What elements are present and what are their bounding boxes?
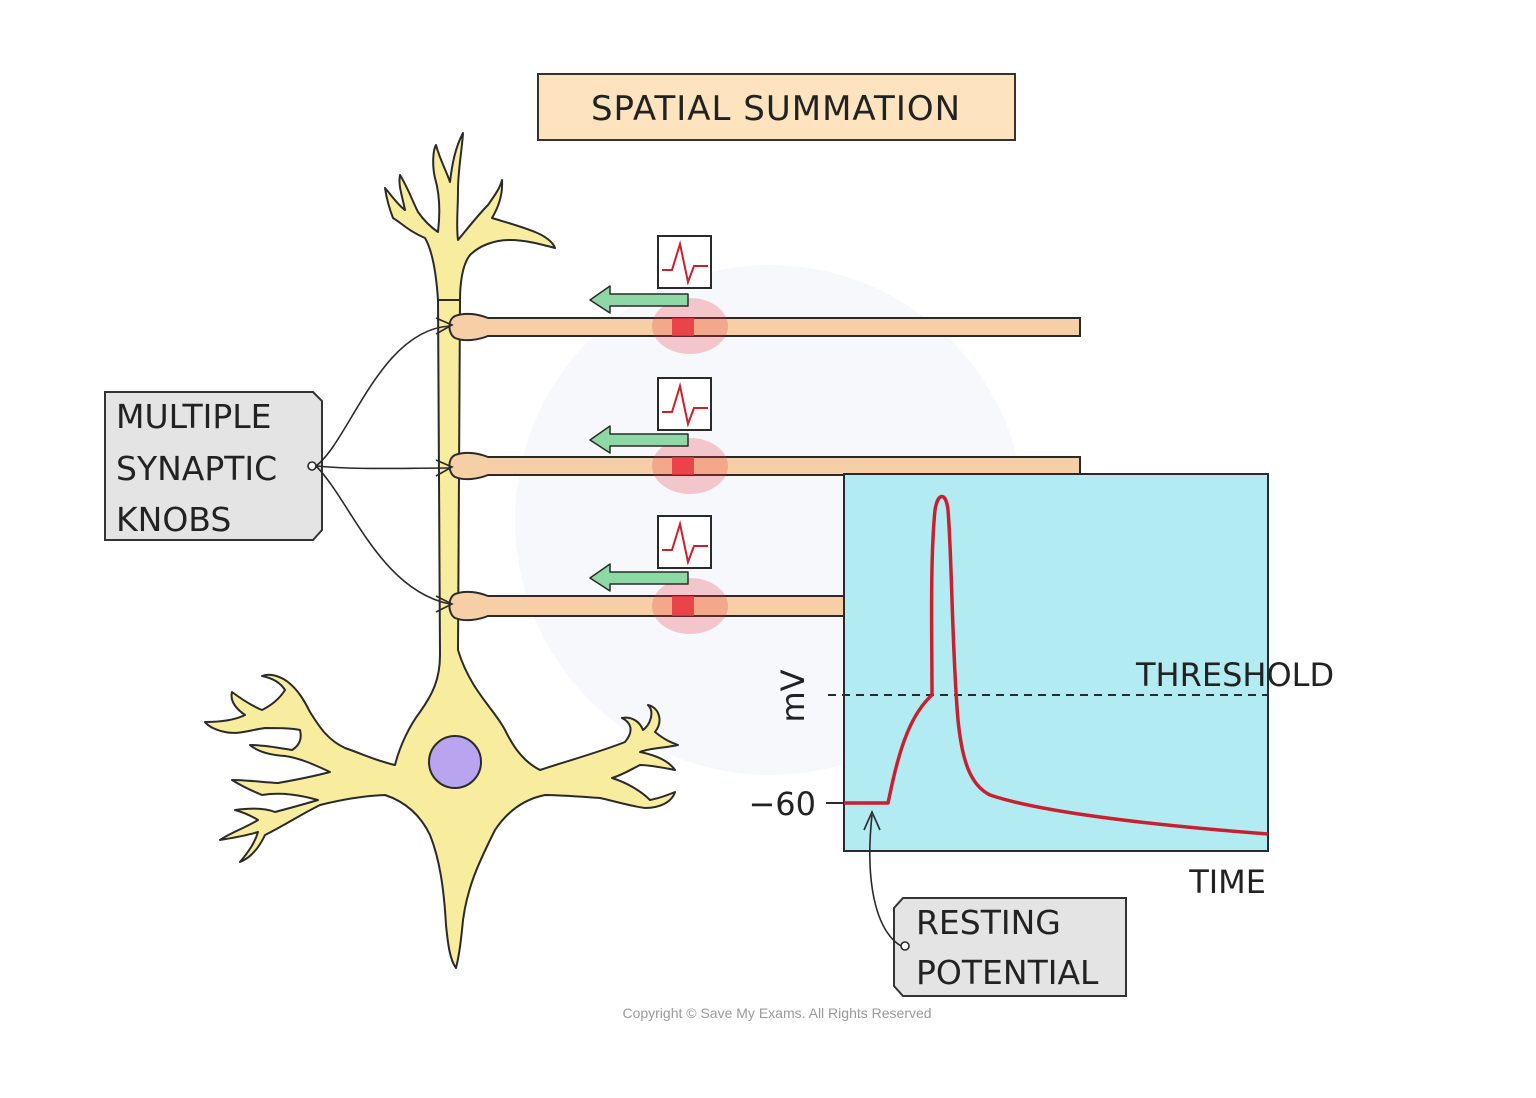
action-potential-icon xyxy=(657,377,712,431)
resting-label-line2: POTENTIAL xyxy=(916,953,1099,992)
title-box: SPATIAL SUMMATION xyxy=(537,73,1016,141)
knobs-pointer-lines xyxy=(307,317,454,613)
y-axis-label: mV xyxy=(774,669,812,722)
presynaptic-axon-1 xyxy=(448,298,1081,354)
resting-label-box: RESTING POTENTIAL xyxy=(893,897,1127,997)
action-potential-icon xyxy=(657,235,712,289)
left-arrow-icon xyxy=(589,285,689,592)
postsynaptic-neuron xyxy=(204,132,679,969)
action-potential-icon xyxy=(657,515,712,569)
threshold-label: THRESHOLD xyxy=(1135,656,1334,694)
y-tick-label: −60 xyxy=(748,785,816,823)
knobs-label-box: MULTIPLE SYNAPTIC KNOBS xyxy=(104,391,323,541)
top-dendrite xyxy=(384,132,556,301)
presynaptic-axon-3 xyxy=(448,578,846,634)
nucleus-icon xyxy=(428,735,482,789)
copyright-text: Copyright © Save My Exams. All Rights Re… xyxy=(622,1005,931,1021)
title-text: SPATIAL SUMMATION xyxy=(591,89,961,129)
impulse-band xyxy=(672,318,694,336)
membrane-potential-trace xyxy=(844,494,1269,836)
knobs-label-line3: KNOBS xyxy=(116,500,231,539)
knobs-label-line2: SYNAPTIC xyxy=(116,449,277,488)
neuron-shaft xyxy=(204,299,679,969)
graph-background xyxy=(843,473,1269,852)
impulse-band xyxy=(672,596,694,616)
resting-label-line1: RESTING xyxy=(916,903,1061,942)
impulse-band xyxy=(672,457,694,475)
x-axis-label: TIME xyxy=(1188,863,1266,901)
membrane-potential-graph: mV −60 THRESHOLD TIME xyxy=(748,473,1334,901)
resting-pointer-line xyxy=(863,810,910,951)
knobs-label-line1: MULTIPLE xyxy=(116,397,272,436)
